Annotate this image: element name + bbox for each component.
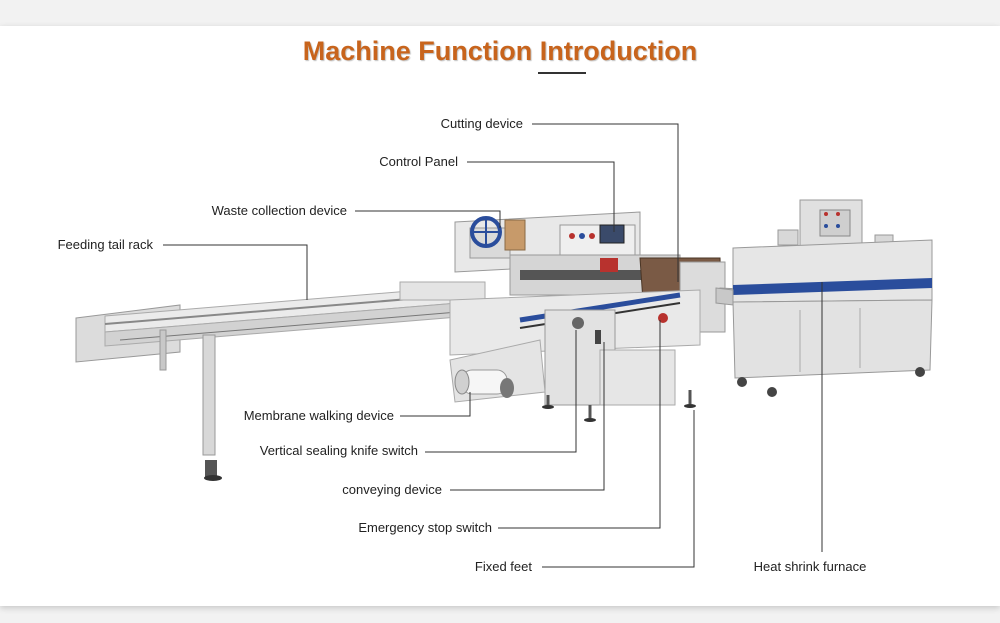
label-membrane-walking-device: Membrane walking device <box>244 408 394 423</box>
leader-estop <box>498 320 661 529</box>
leader-control <box>467 161 615 232</box>
label-cutting-device: Cutting device <box>441 116 523 131</box>
machine-illustration <box>75 199 933 481</box>
leader-feeding <box>163 244 308 300</box>
labels: Cutting device Control Panel Waste colle… <box>58 116 867 574</box>
leader-lines <box>163 123 823 568</box>
page-title: Machine Function Introduction <box>302 36 698 66</box>
heat-shrink-furnace-drawing <box>715 199 933 397</box>
label-conveying-device: conveying device <box>342 482 442 497</box>
leader-feet <box>542 410 695 568</box>
main-body-drawing <box>399 211 726 422</box>
leader-waste <box>355 210 501 228</box>
label-vertical-sealing-knife-switch: Vertical sealing knife switch <box>260 443 418 458</box>
membrane-roll-drawing <box>449 339 546 403</box>
leader-cutting <box>532 123 679 282</box>
leader-vsk <box>425 330 577 453</box>
label-control-panel: Control Panel <box>379 154 458 169</box>
leader-conveying <box>450 342 605 491</box>
label-emergency-stop-switch: Emergency stop switch <box>358 520 492 535</box>
label-heat-shrink-furnace: Heat shrink furnace <box>754 559 867 574</box>
title-underline <box>538 72 586 74</box>
label-feeding-tail-rack: Feeding tail rack <box>58 237 154 252</box>
leader-membrane <box>400 392 471 417</box>
label-fixed-feet: Fixed feet <box>475 559 532 574</box>
label-waste-collection-device: Waste collection device <box>212 203 347 218</box>
